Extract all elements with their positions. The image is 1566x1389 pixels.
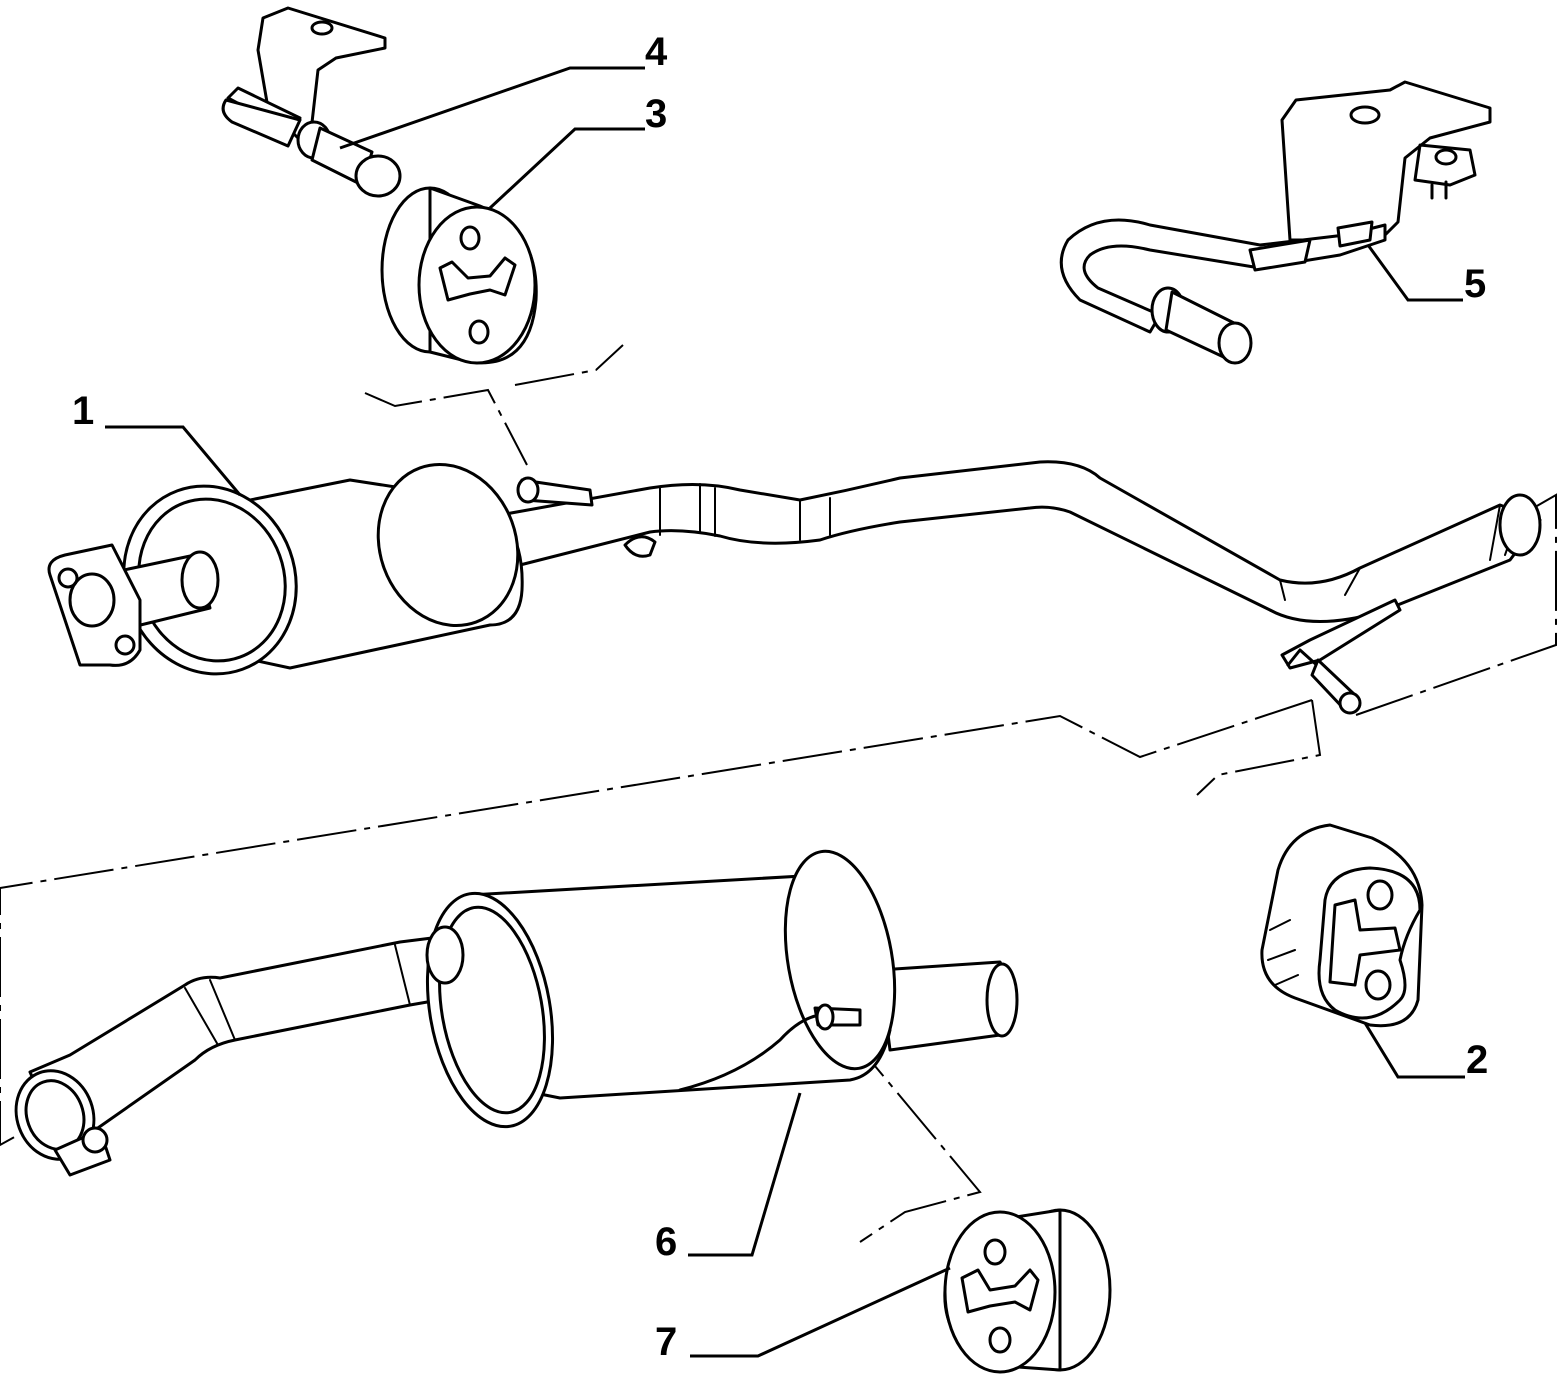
alignment-line-right xyxy=(1196,699,1322,796)
pin-head xyxy=(354,154,402,198)
rear-muffler-hanger-rod xyxy=(678,1013,822,1092)
inlet-flange-bolt-hole-bottom xyxy=(114,634,136,656)
mount-7-hole-top xyxy=(983,1238,1007,1266)
leader-4 xyxy=(339,66,645,150)
bracket-arm-lower xyxy=(221,98,302,148)
mount-3-slot xyxy=(438,256,517,302)
hook-rod-clamp xyxy=(1248,238,1312,272)
pipe-bend-marks xyxy=(659,483,831,541)
callout-7: 7 xyxy=(655,1320,677,1364)
mount-2-hole-top xyxy=(1366,879,1394,911)
rear-muffler-rubber-mount-part xyxy=(943,1208,1112,1374)
callout-1: 1 xyxy=(72,389,94,433)
pipe-outlet-end xyxy=(1498,493,1542,557)
front-exhaust-assembly xyxy=(47,460,1542,715)
leader-1 xyxy=(105,425,242,496)
bracket-plate xyxy=(256,6,387,142)
front-rubber-mount-part xyxy=(380,186,538,365)
inlet-flange xyxy=(47,543,142,667)
mount-7-hole-bottom xyxy=(988,1326,1012,1354)
rear-hanger-bracket xyxy=(1280,598,1402,670)
pipe-weld-bracket xyxy=(623,535,657,558)
pipe-clamp-nut xyxy=(81,1126,109,1154)
mount-2-slot xyxy=(1328,898,1402,987)
mount-7-slot xyxy=(960,1268,1040,1314)
front-hanger-pin-head xyxy=(516,476,540,504)
callout-6: 6 xyxy=(655,1220,677,1264)
rear-muffler-inlet-end xyxy=(425,925,465,985)
mount-7-face xyxy=(943,1210,1057,1374)
rear-bracket-part xyxy=(1059,80,1492,365)
rear-bracket-stud xyxy=(1430,180,1448,200)
mount-2-face xyxy=(1317,866,1422,1020)
alignment-lines xyxy=(0,344,1557,1243)
alignment-line-upper xyxy=(364,388,528,466)
rear-inlet-pipe xyxy=(28,930,487,1142)
alignment-line-far-right xyxy=(1355,493,1557,716)
pipe-bend-marks-2 xyxy=(1279,504,1521,601)
rear-hanger-triangle xyxy=(1286,648,1322,670)
bracket-hole xyxy=(310,20,334,36)
callout-3: 3 xyxy=(645,92,667,136)
rear-bracket-plate xyxy=(1280,80,1492,242)
hook-rod xyxy=(1059,218,1387,334)
leader-2 xyxy=(1363,1022,1465,1079)
hook-rod-tip xyxy=(1217,321,1253,365)
rear-inlet-pipe-marks xyxy=(184,944,411,1046)
leader-lines xyxy=(105,66,1465,1358)
mount-2-shading xyxy=(1267,919,1299,986)
callouts: 1 2 3 4 5 6 7 xyxy=(72,30,1488,1364)
mount-3-hole-top xyxy=(459,225,481,251)
alignment-line-long xyxy=(0,699,1313,1147)
callout-4: 4 xyxy=(645,30,668,74)
rear-muffler-front-cap-rim xyxy=(438,905,546,1115)
rear-hanger-pin-head xyxy=(1338,691,1362,715)
rear-muffler-hanger-pin-head xyxy=(815,1003,835,1031)
tailpipe-end xyxy=(985,962,1019,1038)
mount-3-face xyxy=(417,205,537,365)
mount-2-hole-bottom xyxy=(1364,969,1392,1001)
callout-2: 2 xyxy=(1466,1038,1488,1082)
leader-7 xyxy=(690,1266,951,1358)
rear-exhaust-assembly xyxy=(14,849,1019,1177)
inlet-flange-bolt-hole-top xyxy=(57,567,79,589)
inlet-pipe-end xyxy=(180,550,220,610)
inlet-flange-hole xyxy=(68,572,116,628)
rear-bracket-hole-top xyxy=(1349,105,1381,125)
rear-muffler-rear-cap xyxy=(783,849,897,1071)
front-bracket-part xyxy=(221,6,402,198)
leader-5 xyxy=(1366,244,1463,302)
leader-3 xyxy=(488,127,645,210)
alignment-line-rear xyxy=(844,1029,982,1243)
callout-5: 5 xyxy=(1464,262,1486,306)
rear-rubber-mount-part xyxy=(1260,823,1424,1028)
leader-6 xyxy=(688,1092,802,1257)
alignment-line-upper-2 xyxy=(514,344,624,386)
mount-3-hole-bottom xyxy=(468,319,490,345)
hook-rod-clamp-2 xyxy=(1336,220,1374,248)
front-muffler-rear-cap xyxy=(376,463,520,627)
rear-bracket-hole-tab xyxy=(1434,148,1458,166)
